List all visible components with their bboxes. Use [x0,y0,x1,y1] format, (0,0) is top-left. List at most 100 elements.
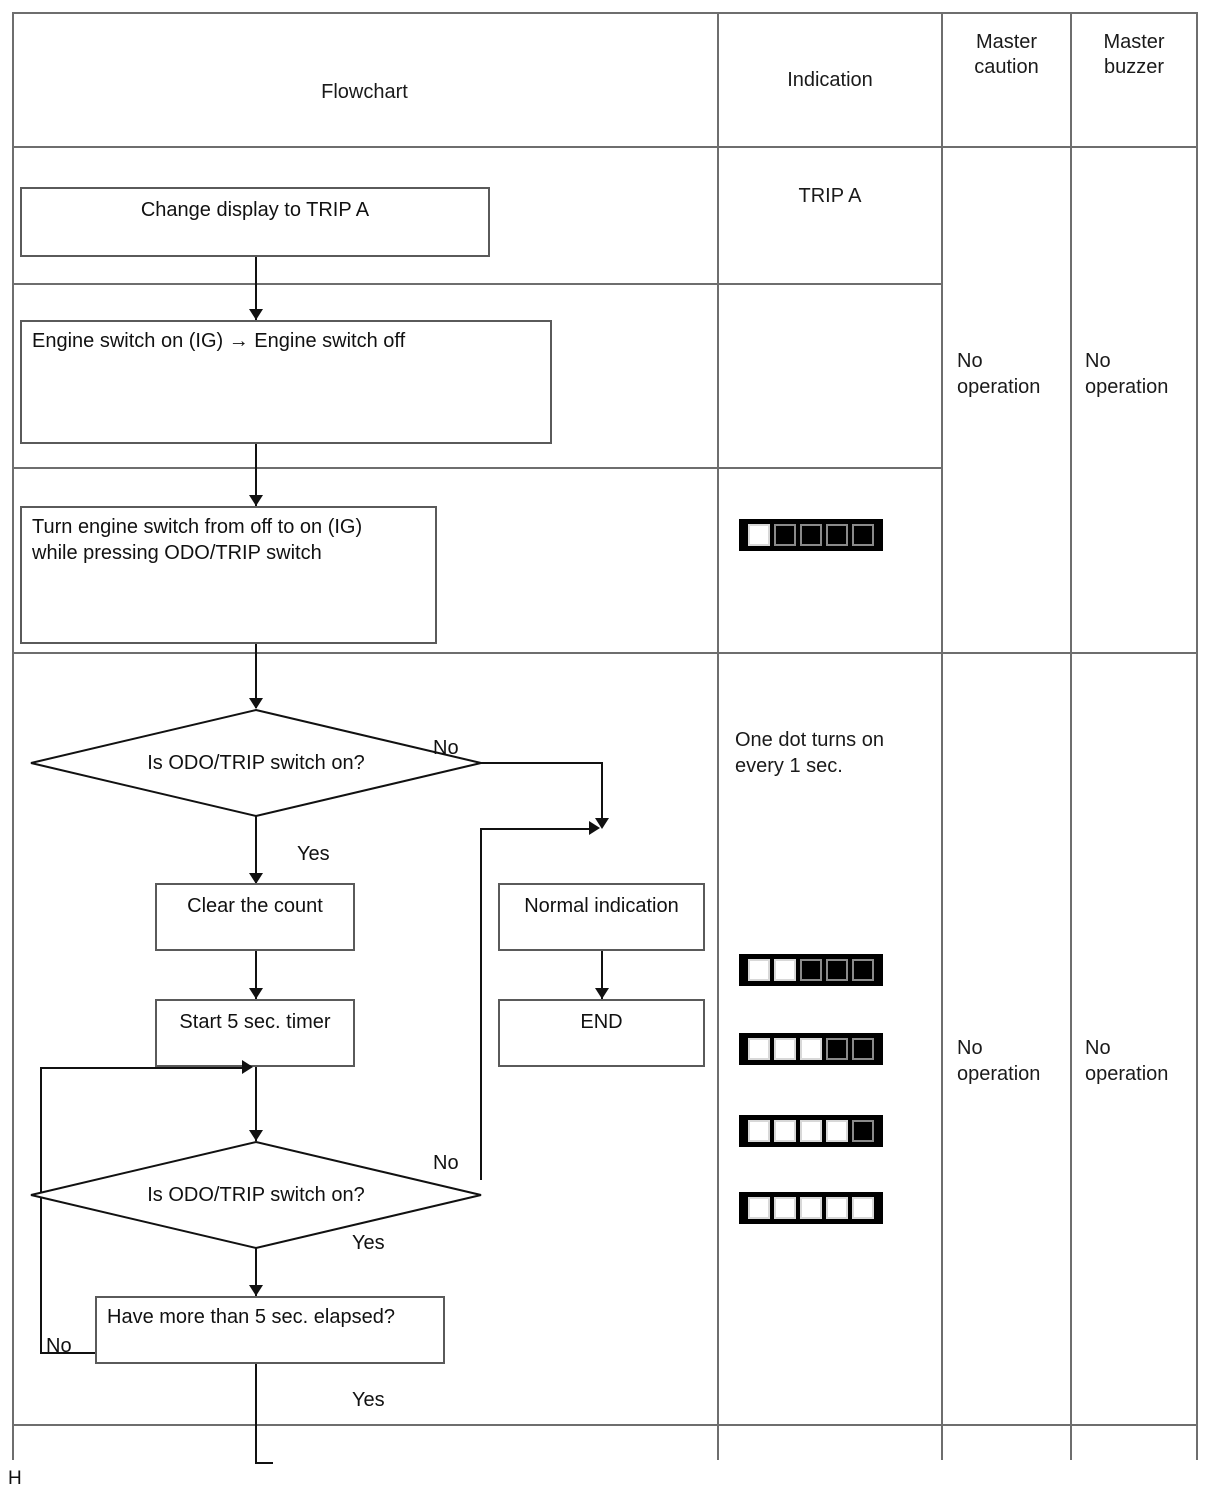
flow-box-clear-count: Clear the count [155,883,355,951]
flow-box-elapsed-check: Have more than 5 sec. elapsed? [95,1296,445,1364]
flow-box-elapsed-check-label: Have more than 5 sec. elapsed? [107,1306,395,1328]
column-header-master-caution: Master caution [943,30,1070,80]
master-caution-upper-line1: No [957,350,983,372]
dot-cell-3 [800,1038,822,1060]
connector-engine-to-turn [255,444,257,506]
arrowhead-to-turn-engine [249,495,263,506]
dot-indicator-bar-4 [739,1115,883,1147]
branch-label-decision2-yes: Yes [352,1232,385,1254]
master-buzzer-upper-line1: No [1085,350,1111,372]
dot-cell-3 [800,524,822,546]
flow-decision-odo-trip-2: Is ODO/TRIP switch on? [30,1141,482,1249]
dot-cell-5 [852,524,874,546]
master-buzzer-value-upper: No operation [1085,348,1196,400]
dot-cell-1 [748,959,770,981]
master-buzzer-value-lower: No operation [1085,1035,1196,1087]
master-buzzer-lower-line2: operation [1085,1063,1169,1085]
dot-cell-3 [800,1197,822,1219]
master-buzzer-upper-line2: operation [1085,376,1169,398]
master-caution-lower-line1: No [957,1037,983,1059]
flow-decision-odo-trip-2-label: Is ODO/TRIP switch on? [147,1184,365,1206]
table-right-border [1196,12,1198,1460]
arrowhead-to-decision2 [249,1130,263,1141]
column-header-indication: Indication [787,69,873,91]
connector-elapsed-no-riser [40,1067,42,1354]
connector-elapsed-yes-down [255,1364,257,1464]
row4-bottom-border [12,1424,1198,1426]
arrowhead-to-end [595,988,609,999]
branch-label-elapsed-yes: Yes [352,1389,385,1411]
connector-decision2-no-riser [480,828,482,1180]
row2-bottom-border [12,467,943,469]
procedure-table: Flowchart Indication Master caution Mast… [12,12,1198,1464]
branch-label-decision1-no: No [433,737,459,759]
arrowhead-loop-return [242,1060,253,1074]
header-bottom-border [12,146,1198,148]
branch-label-decision1-yes: Yes [297,843,330,865]
flow-box-turn-engine-line2: while pressing ODO/TRIP switch [32,542,322,564]
flow-decision-odo-trip-1-label: Is ODO/TRIP switch on? [147,752,365,774]
dot-cell-5 [852,959,874,981]
arrowhead-to-elapsed-box [249,1285,263,1296]
flow-box-turn-engine-label: Turn engine switch from off to on (IG) w… [32,514,431,566]
col-divider-indication [941,12,943,1460]
arrowhead-to-engine-switch [249,309,263,320]
flow-box-turn-engine-line1: Turn engine switch from off to on (IG) [32,516,363,538]
connector-decision2-no-to-merge [480,828,592,830]
column-header-master-caution-line1: Master [975,31,1038,53]
arrowhead-to-start-timer [249,988,263,999]
row3-bottom-border [12,652,1198,654]
dot-cell-3 [800,1120,822,1142]
branch-label-decision2-no: No [433,1152,459,1174]
flow-box-end: END [498,999,705,1067]
dot-cell-1 [748,524,770,546]
table-left-border [12,12,14,1460]
dot-cell-4 [826,524,848,546]
flow-box-change-display: Change display to TRIP A [20,187,490,257]
column-header-master-buzzer-line2: buzzer [1103,56,1165,78]
dot-cell-5 [852,1120,874,1142]
dot-cell-5 [852,1038,874,1060]
connector-normal-to-end [601,951,603,999]
arrowhead-to-clear-count [249,873,263,884]
connector-decision1-no-vertical [601,762,603,826]
connector-clear-to-timer [255,951,257,999]
dot-indicator-bar-2 [739,954,883,986]
connector-decision1-no-horizontal [481,762,603,764]
dot-cell-4 [826,1197,848,1219]
column-header-master-buzzer: Master buzzer [1072,30,1196,80]
flow-decision-odo-trip-1: Is ODO/TRIP switch on? [30,709,482,817]
connector-change-display-to-engine [255,257,257,320]
row1-bottom-border [12,283,943,285]
master-buzzer-lower-line1: No [1085,1037,1111,1059]
indication-trip-a: TRIP A [798,185,862,207]
dot-cell-4 [826,1038,848,1060]
dot-cell-2 [774,524,796,546]
dot-cell-5 [852,1197,874,1219]
connector-timer-to-decision2 [255,1067,257,1141]
indication-note: One dot turns on every 1 sec. [735,727,945,779]
table-top-border [12,12,1198,14]
arrowhead-decision2-no-merge [589,821,600,835]
arrowhead-to-decision1 [249,698,263,709]
dot-cell-1 [748,1120,770,1142]
flow-box-normal-indication: Normal indication [498,883,705,951]
branch-label-elapsed-no: No [46,1335,72,1357]
dot-cell-2 [774,1120,796,1142]
flow-box-change-display-label: Change display to TRIP A [140,199,370,221]
dot-indicator-bar-3 [739,1033,883,1065]
master-caution-upper-line2: operation [957,376,1041,398]
dot-indicator-bar-1 [739,519,883,551]
flow-box-turn-engine: Turn engine switch from off to on (IG) w… [20,506,437,644]
dot-cell-2 [774,1197,796,1219]
master-caution-value-upper: No operation [957,348,1070,400]
dot-cell-1 [748,1038,770,1060]
page-continuation-mark: H [8,1468,22,1489]
dot-indicator-bar-5 [739,1192,883,1224]
arrowhead-decision1-no-merge [595,818,609,829]
dot-cell-1 [748,1197,770,1219]
flow-box-engine-switch: Engine switch on (IG) → Engine switch of… [20,320,552,444]
dot-cell-4 [826,1120,848,1142]
col-divider-master-caution [1070,12,1072,1460]
